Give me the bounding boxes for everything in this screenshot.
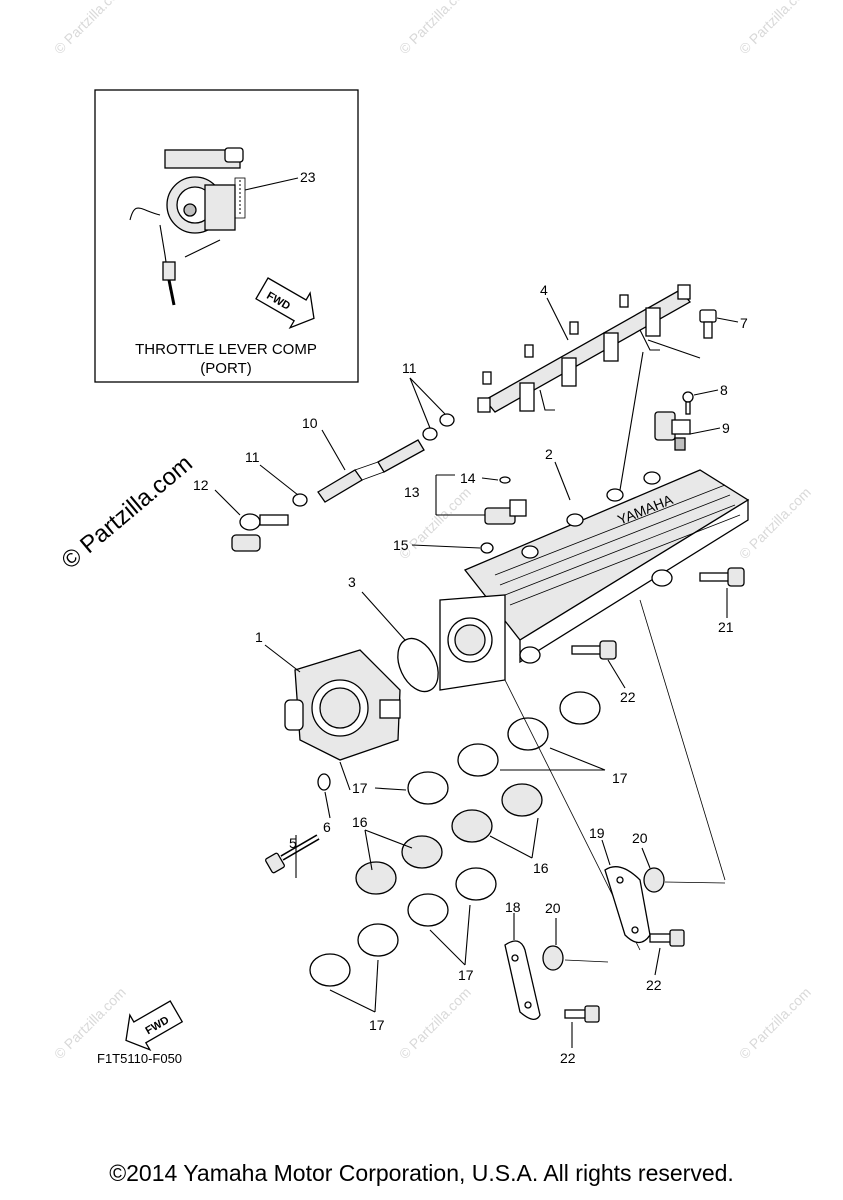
callout-18: 18 [505,899,521,915]
grommet-20-upper [643,867,665,893]
partzilla-watermark: © Partzilla.com [57,450,198,575]
bolt-22-lower [564,1005,600,1023]
callout-2: 2 [545,446,553,462]
callout-14: 14 [460,470,476,486]
callout-11-lower: 11 [245,449,260,465]
callout-20-lower: 20 [545,900,561,916]
watermark: © Partzilla.com [396,0,474,57]
callout-21-lower: 22 [620,689,636,705]
throttle-body-1 [284,649,401,761]
clamps-17-upper [407,691,601,805]
clamps-11-upper [422,413,455,441]
callout-4: 4 [540,282,548,298]
throttle-lever-comp [129,147,246,306]
watermark: © Partzilla.com [396,984,474,1062]
callout-22-lower: 22 [560,1050,576,1066]
callout-20-upper: 20 [632,830,648,846]
callout-13: 13 [404,484,420,500]
callout-16-left: 16 [352,814,368,830]
copyright-notice: ©2014 Yamaha Motor Corporation, U.S.A. A… [109,1160,734,1186]
clamp-11-lower [292,493,308,507]
callout-23: 23 [300,169,316,185]
watermark: © Partzilla.com [736,0,814,57]
callout-7: 7 [740,315,748,331]
bolt-21-lower [571,640,617,660]
rubber-joints-16 [355,783,543,895]
callout-17-left: 17 [352,780,368,796]
grommet-20-lower [542,945,564,971]
callout-17-right: 17 [612,770,628,786]
callout-11-upper: 11 [402,360,417,376]
bolt-21-upper [699,567,745,587]
callout-12: 12 [193,477,209,493]
screw-8 [682,391,694,415]
callout-1: 1 [255,629,263,645]
bolt-7 [699,309,717,339]
fuel-rail [477,284,691,413]
injector-13 [480,476,527,554]
clamps-17-lower [309,867,497,987]
callout-17-bottom: 17 [369,1017,385,1033]
callout-19: 19 [589,825,605,841]
inset-throttle-lever: 23 FWD THROTTLE LEVER COMP (PORT) [94,89,359,383]
hose-10 [317,439,425,503]
fitting-12 [231,513,289,552]
callout-6: 6 [323,819,331,835]
callout-16-right: 16 [533,860,549,876]
inset-caption-line2: (PORT) [200,360,251,377]
callout-22-upper: 22 [646,977,662,993]
callout-15: 15 [393,537,409,553]
inset-frame [94,89,359,383]
callout-9: 9 [722,420,730,436]
callout-10: 10 [302,415,318,431]
inset-caption-line1: THROTTLE LEVER COMP [135,341,317,358]
watermark: © Partzilla.com [736,484,814,562]
bolt-22-upper [649,929,685,947]
fwd-arrow-icon: FWD [125,1000,184,1051]
callout-3: 3 [348,574,356,590]
watermark: © Partzilla.com [51,0,129,57]
watermark: © Partzilla.com [736,984,814,1062]
intake-manifold-2: YAMAHA [439,469,750,691]
sensor-9 [654,411,691,451]
callout-5: 5 [289,835,297,851]
callout-21-upper: 21 [718,619,734,635]
inset-fwd-arrow-icon: FWD [255,277,315,329]
callout-8: 8 [720,382,728,398]
drawing-code: F1T5110-F050 [97,1051,182,1066]
bolt-5 [265,834,320,874]
washer-6 [317,773,331,791]
bracket-19 [604,866,651,944]
bracket-18 [504,940,541,1020]
callout-17-mid: 17 [458,967,474,983]
o-ring-3 [397,637,439,693]
